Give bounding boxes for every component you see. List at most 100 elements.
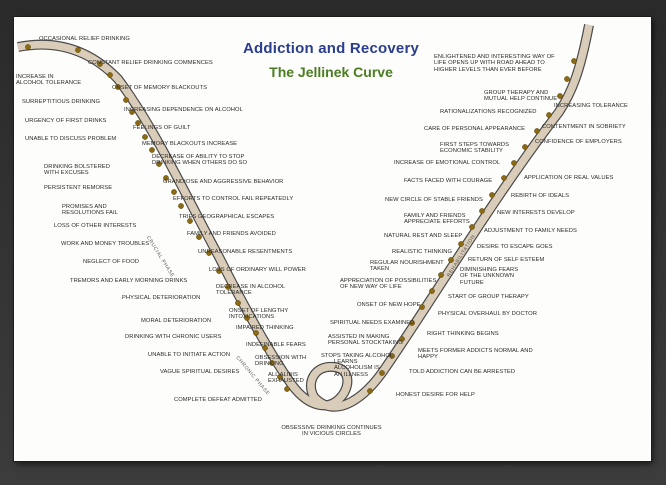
- stage-dot: [534, 128, 540, 134]
- stage-dot: [225, 284, 231, 290]
- stage-dot: [284, 386, 290, 392]
- stage-dot: [557, 93, 563, 99]
- stage-label-left: Family and friends avoided: [187, 231, 276, 237]
- stage-label-right: Diminishing fears of the unknown future: [460, 267, 519, 286]
- stage-label-right: Right thinking begins: [427, 331, 499, 337]
- stage-label-left: Drinking bolstered with excuses: [44, 164, 110, 177]
- stage-label-right: Start of group therapy: [448, 294, 529, 300]
- stage-label-left: Loss of other interests: [54, 223, 137, 229]
- stage-dot: [156, 161, 162, 167]
- stage-label-left: Impaired thinking: [236, 325, 294, 331]
- stage-dot: [244, 315, 250, 321]
- stage-label-right: Rationalizations recognized: [440, 109, 537, 115]
- stage-label-right: Application of real values: [524, 175, 614, 181]
- stage-dot: [163, 175, 169, 181]
- stage-label-left: Urgency of first drinks: [25, 118, 107, 124]
- stage-dot: [135, 120, 141, 126]
- stage-dot: [379, 370, 385, 376]
- stage-dot: [277, 374, 283, 380]
- stage-dot: [419, 304, 425, 310]
- stage-dot: [253, 330, 259, 336]
- stage-dot: [429, 288, 435, 294]
- stage-dot: [546, 112, 552, 118]
- stage-dot: [522, 144, 528, 150]
- stage-dot: [448, 257, 454, 263]
- stage-label-left: Onset of memory blackouts: [112, 85, 207, 91]
- stage-label-left: Promises and resolutions fail: [62, 204, 118, 217]
- stage-dot: [501, 175, 507, 181]
- stage-label-right: Contentment in sobriety: [542, 124, 626, 130]
- curve-stage-dots: [25, 44, 577, 394]
- stage-label-right: Adjustment to family needs: [484, 228, 577, 234]
- stage-label-left: Unable to discuss problem: [25, 136, 117, 142]
- stage-label-left: Persistent remorse: [44, 185, 113, 191]
- stage-label-left: Tremors and early morning drinks: [70, 278, 188, 284]
- stage-dot: [571, 58, 577, 64]
- stage-label-left: Decrease of ability to stop drinking whe…: [152, 154, 248, 167]
- stage-dot: [489, 192, 495, 198]
- stage-dot: [389, 353, 395, 359]
- stage-label-right: Group therapy and mutual help continue: [484, 90, 558, 103]
- stage-dot: [367, 388, 373, 394]
- stage-label-right: Physical overhaul by doctor: [438, 311, 537, 317]
- curve-band: [17, 24, 594, 412]
- stage-label-right: Enlightened and interesting way of life …: [434, 54, 555, 73]
- stage-label-right: Family and friends appreciate efforts: [404, 213, 470, 226]
- stage-dot: [115, 84, 121, 90]
- stage-label-right: Assisted in making personal stocktaking: [328, 334, 403, 347]
- stage-label-left: Drinking with chronic users: [125, 334, 222, 340]
- stage-dot: [458, 241, 464, 247]
- stage-label-right: New interests develop: [497, 210, 575, 216]
- stage-label-left: Indefinable fears: [246, 342, 306, 348]
- poster: Addiction and Recovery The Jellinek Curv…: [14, 17, 651, 461]
- stage-label-right: Spiritual needs examined: [330, 320, 415, 326]
- stage-label-left: Grandiose and aggressive behavior: [163, 179, 284, 185]
- stage-dot: [149, 147, 155, 153]
- stage-label-left: Increase in alcohol tolerance: [16, 74, 82, 87]
- stage-label-left: Onset of lengthy intoxications: [229, 308, 289, 321]
- stage-label-left: Obsession with drinking: [255, 355, 307, 368]
- stage-label-right: Regular nourishment taken: [370, 260, 444, 273]
- page-subtitle: The Jellinek Curve: [269, 64, 393, 80]
- stage-label-right: Onset of new hope: [357, 302, 421, 308]
- stage-label-right: Realistic thinking: [392, 249, 453, 255]
- page-title: Addiction and Recovery: [242, 40, 420, 57]
- stage-label-right: Rebirth of ideals: [511, 193, 570, 199]
- stage-label-right: Meets former addicts normal and happy: [418, 348, 533, 361]
- stage-label-right: First steps towards economic stability: [440, 142, 510, 155]
- stage-label-left: Vague spiritual desires: [160, 369, 240, 375]
- stage-dot: [269, 360, 275, 366]
- stage-label-left: Feelings of guilt: [133, 125, 191, 131]
- stage-label-left: Decrease in alcohol tolerance: [216, 284, 286, 297]
- stage-label-right: Increasing tolerance: [554, 103, 628, 109]
- stage-label-right: Stops taking alcohol: [321, 353, 394, 359]
- stage-dot: [75, 47, 81, 53]
- stage-dot: [479, 208, 485, 214]
- stage-dot: [129, 109, 135, 115]
- stage-label-left: All alibis exhausted: [268, 372, 304, 385]
- stage-label-left: Surreptitious drinking: [22, 99, 101, 105]
- stage-label-right: Increase of emotional control: [394, 160, 501, 166]
- stage-dot: [262, 345, 268, 351]
- stage-label-left: Moral deterioration: [141, 318, 212, 324]
- stage-label-left: Unable to initiate action: [148, 352, 231, 358]
- stage-label-left: Constant relief drinking commences: [88, 60, 213, 66]
- stage-label-left: Increasing dependence on alcohol: [124, 107, 243, 113]
- stage-label-right: Return of self esteem: [468, 257, 545, 263]
- stage-dot: [438, 272, 444, 278]
- stage-dot: [511, 160, 517, 166]
- stage-label-left: Neglect of food: [83, 259, 140, 265]
- stage-label-right: Care of personal appearance: [424, 126, 525, 132]
- stage-label-right: Natural rest and sleep: [384, 233, 463, 239]
- stage-label-left: Tries geographical escapes: [179, 214, 275, 220]
- jellinek-curve: [17, 24, 594, 412]
- stage-label-left: Physical deterioration: [122, 295, 201, 301]
- stage-dot: [206, 250, 212, 256]
- stage-dot: [123, 97, 129, 103]
- stage-dot: [97, 61, 103, 67]
- stage-label-left: Unreasonable resentments: [198, 249, 293, 255]
- stage-dot: [142, 134, 148, 140]
- stage-label-bottom: Obsessive drinking continues in vicious …: [281, 425, 382, 438]
- stage-dot: [178, 203, 184, 209]
- stage-label-right: Learns alcoholism is an illness: [334, 359, 380, 378]
